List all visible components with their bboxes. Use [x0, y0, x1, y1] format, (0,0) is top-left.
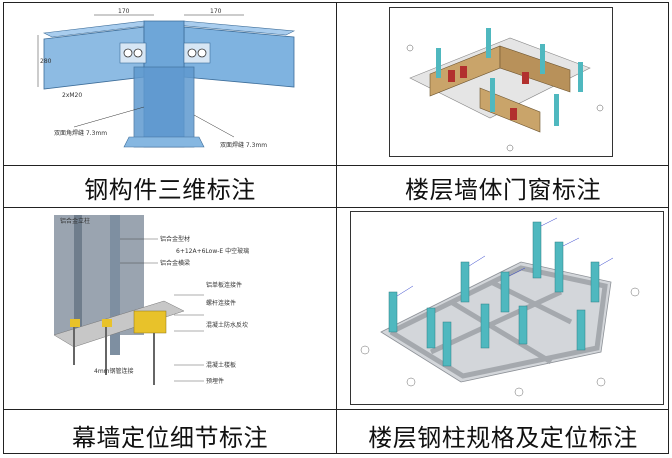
dim-left-h: 280 — [40, 58, 52, 65]
cw-label-2: 铝合金横梁 — [160, 259, 190, 267]
floor-walls-image — [389, 7, 613, 157]
cw-label-8: 预埋件 — [206, 377, 224, 385]
caption-steel-member: 钢构件三维标注 — [84, 175, 256, 204]
grid-divider-vertical — [336, 3, 337, 453]
grid-divider-h3 — [4, 409, 668, 410]
note-left: 双面角焊缝 7.3mm — [54, 129, 107, 137]
caption-steel-columns: 楼层钢柱规格及定位标注 — [368, 423, 638, 452]
steel-member-image: 170 170 280 2xM20 双面角焊缝 7.3mm 双面焊缝 7.3mm — [34, 7, 314, 161]
cw-label-6: 4mm钢管连接 — [94, 367, 134, 375]
cw-label-0: 6+12A+6Low-E 中空玻璃 — [176, 247, 249, 255]
note-right: 双面焊缝 7.3mm — [220, 141, 267, 149]
comparison-grid: 170 170 280 2xM20 双面角焊缝 7.3mm 双面焊缝 7.3mm… — [3, 2, 669, 454]
dim-bolt: 2xM20 — [62, 92, 82, 99]
grid-divider-h2 — [4, 207, 668, 208]
cw-label-3: 铝单板连接件 — [206, 281, 242, 289]
caption-curtain-wall: 幕墙定位细节标注 — [72, 423, 268, 452]
cw-label-9: 铝合金立柱 — [60, 217, 90, 225]
curtain-wall-image: 铝合金型材 铝合金横梁 6+12A+6Low-E 中空玻璃 铝单板连接件 螺杆连… — [54, 215, 286, 401]
dim-top-b: 170 — [210, 8, 222, 15]
dim-top-a: 170 — [118, 8, 130, 15]
cw-label-7: 混凝土楼板 — [206, 361, 236, 369]
cw-label-4: 螺杆连接件 — [206, 299, 236, 307]
cw-label-1: 铝合金型材 — [160, 235, 190, 243]
grid-divider-h1 — [4, 165, 668, 166]
cw-label-5: 混凝土防水反坎 — [206, 321, 248, 329]
steel-columns-image — [350, 211, 664, 405]
caption-floor-walls: 楼层墙体门窗标注 — [405, 175, 601, 204]
